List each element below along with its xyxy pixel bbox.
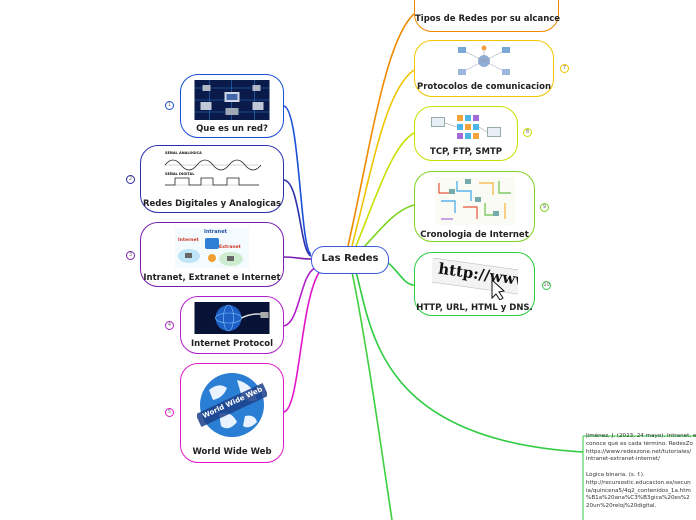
http-address-icon: http://www.: [431, 258, 518, 300]
note-line: conoce qué es cada término. RedesZo: [586, 440, 693, 447]
node-label: Tipos de Redes por su alcance: [415, 14, 561, 24]
note-line: ia/quincena5/4q2_contenidos_1a.htm: [586, 487, 691, 494]
node-number-badge: 8: [523, 128, 532, 137]
notes-bracket: [582, 435, 696, 520]
note-line: https://www.redeszone.net/tutoriales/: [586, 448, 692, 455]
signal-waves-icon: SEÑAL ANALÓGICA SEÑAL DIGITAL: [163, 151, 261, 193]
www-globe-icon: World Wide Web: [197, 370, 267, 440]
references-note[interactable]: Jiménez, J. (2023, 24 mayo). Intranet, e…: [586, 433, 696, 511]
communication-protocols-icon: [456, 45, 512, 77]
node-que-es-red[interactable]: Que es un red?: [180, 74, 284, 138]
connector-protocolos: [351, 69, 415, 247]
node-label: Protocolos de comunicacion: [417, 82, 551, 92]
note-line: Jiménez, J. (2023, 24 mayo). Intranet, e: [586, 433, 696, 439]
node-world-wide-web[interactable]: World Wide Web World Wide Web: [180, 363, 284, 463]
connector-http: [386, 261, 415, 286]
node-number-badge: 4: [165, 321, 174, 330]
node-redes-digitales[interactable]: SEÑAL ANALÓGICA SEÑAL DIGITAL Redes Digi…: [140, 145, 284, 213]
connector-tipos: [347, 13, 415, 247]
node-number-badge: 1: [165, 101, 174, 110]
node-label: TCP, FTP, SMTP: [430, 147, 502, 157]
globe-network-icon: [194, 302, 270, 334]
connector-intranet: [283, 256, 312, 260]
connector-notes: [355, 271, 584, 453]
connector-que-es-red: [283, 105, 312, 255]
node-label: Que es un red?: [196, 124, 268, 134]
node-http-url[interactable]: http://www. HTTP, URL, HTML y DNS.: [414, 252, 535, 316]
node-label: Internet Protocol: [190, 339, 274, 349]
node-number-badge: 10: [542, 281, 551, 290]
node-tcp-ftp-smtp[interactable]: TCP, FTP, SMTP: [414, 106, 518, 161]
central-topic[interactable]: Las Redes: [311, 246, 389, 274]
connector-bottom: [351, 271, 393, 520]
note-line: intranet-extranet-internet/: [586, 456, 660, 463]
node-label: Cronologia de Internet: [420, 230, 529, 240]
node-label: Redes Digitales y Analogicas: [142, 199, 282, 209]
node-internet-protocol[interactable]: Internet Protocol: [180, 296, 284, 354]
node-number-badge: 9: [540, 203, 549, 212]
network-types-icon: [472, 1, 502, 6]
intranet-diagram-icon: Intranet Internet Extranet: [175, 228, 249, 268]
connector-www: [283, 270, 321, 413]
internet-timeline-icon: [434, 177, 515, 225]
node-number-badge: 5: [165, 408, 174, 417]
servers-icon: [429, 113, 503, 145]
node-cronologia[interactable]: Cronologia de Internet: [414, 171, 535, 242]
note-line: %B1a%20ana%C3%B3gica%20es%2: [586, 495, 690, 502]
central-topic-label: Las Redes: [321, 253, 379, 264]
node-tipos-redes[interactable]: Tipos de Redes por su alcance: [414, 0, 561, 32]
node-number-badge: 2: [126, 175, 135, 184]
connector-cronologia: [363, 204, 415, 248]
connector-tcp: [355, 132, 415, 247]
node-label: Intranet, Extranet e Internet: [143, 273, 281, 283]
node-intranet[interactable]: Intranet Internet Extranet Intranet, Ext…: [140, 222, 284, 287]
node-protocolos[interactable]: Protocolos de comunicacion: [414, 40, 554, 97]
node-label: HTTP, URL, HTML y DNS.: [416, 303, 533, 313]
node-number-badge: 7: [560, 64, 569, 73]
node-label: World Wide Web: [192, 447, 272, 457]
network-devices-icon: [194, 80, 270, 120]
note-line: Lógica binaria. (s. f.).: [586, 471, 645, 478]
note-line: [586, 464, 696, 472]
connector-digitales: [283, 179, 312, 257]
note-line: http://recursostic.educacion.es/secun: [586, 479, 691, 486]
node-number-badge: 3: [126, 251, 135, 260]
note-line: 20un%20reloj%20digital.: [586, 503, 657, 510]
connector-ip: [283, 267, 316, 327]
